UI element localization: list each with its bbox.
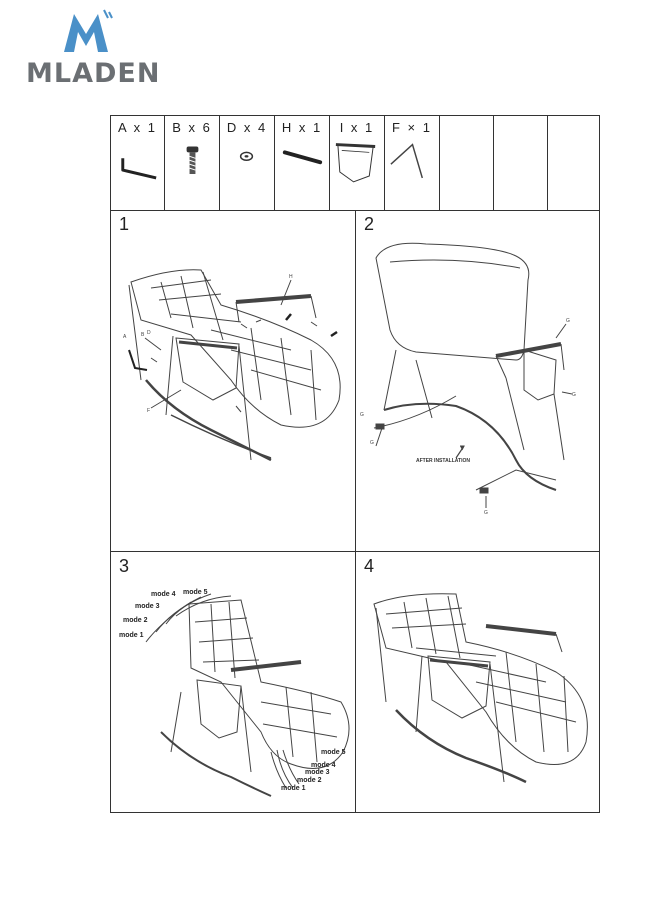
step-3-panel: 3 mo: [111, 552, 356, 812]
step-4-diagram: [373, 593, 588, 784]
callout-g: G: [572, 392, 576, 398]
foot-mode-5: mode 5: [321, 749, 346, 756]
back-mode-3: mode 3: [135, 603, 160, 610]
step-number: 2: [364, 214, 375, 234]
parts-list: A x 1 B x 6 D x 4 H x 1: [111, 116, 599, 211]
step-1-panel: 1: [111, 210, 356, 552]
step-2-panel: 2: [356, 210, 599, 552]
callout-g: G: [370, 440, 374, 446]
step-3-diagram: mode 1 mode 2 mode 3 mode 4 mode 5 mode …: [119, 589, 350, 797]
step-2-diagram: G G G G G AFTER INSTALLATION: [360, 242, 576, 516]
back-mode-1: mode 1: [119, 632, 144, 639]
part-empty: [548, 116, 599, 210]
brand-name: MLADEN: [26, 58, 161, 89]
callout-a: A: [123, 334, 127, 340]
callout-g: G: [484, 510, 488, 516]
part-f: F × 1: [385, 116, 440, 210]
callout-d: D: [147, 330, 151, 336]
part-label: B x 6: [172, 120, 212, 135]
part-label: D x 4: [226, 120, 268, 135]
part-a: A x 1: [111, 116, 165, 210]
rod-icon: [282, 150, 323, 165]
callout-g: G: [566, 318, 570, 324]
part-b: B x 6: [165, 116, 220, 210]
foot-mode-1: mode 1: [281, 785, 306, 792]
side-pocket-icon: [335, 143, 376, 183]
step-number: 4: [364, 556, 375, 576]
bent-wire-icon: [390, 143, 424, 179]
logo-m-icon: [64, 9, 113, 52]
back-mode-4: mode 4: [151, 591, 176, 598]
part-label: I x 1: [339, 120, 375, 135]
after-installation-note: AFTER INSTALLATION: [416, 458, 470, 464]
brand-logo: MLADEN: [12, 8, 162, 89]
part-h: H x 1: [275, 116, 330, 210]
washer-icon: [239, 151, 254, 161]
part-label: A x 1: [118, 120, 157, 135]
step-number: 1: [119, 214, 130, 234]
bolt-icon: [186, 146, 199, 174]
part-i: I x 1: [330, 116, 385, 210]
part-empty: [494, 116, 548, 210]
part-d: D x 4: [220, 116, 275, 210]
foot-mode-4: mode 4: [311, 762, 336, 769]
foot-mode-3: mode 3: [305, 769, 330, 776]
instruction-sheet: A x 1 B x 6 D x 4 H x 1: [110, 115, 600, 813]
callout-b: B: [141, 332, 145, 338]
back-mode-2: mode 2: [123, 617, 148, 624]
allen-key-icon: [121, 158, 157, 180]
callout-f: F: [147, 408, 150, 414]
callout-g: G: [360, 412, 364, 418]
callout-h: H: [289, 274, 293, 280]
step-1-diagram: H A B D F: [123, 269, 341, 462]
part-empty: [440, 116, 494, 210]
step-4-panel: 4: [356, 552, 599, 812]
part-label: F × 1: [392, 120, 432, 135]
foot-mode-2: mode 2: [297, 777, 322, 784]
step-number: 3: [119, 556, 130, 576]
part-label: H x 1: [281, 120, 323, 135]
back-mode-5: mode 5: [183, 589, 208, 596]
